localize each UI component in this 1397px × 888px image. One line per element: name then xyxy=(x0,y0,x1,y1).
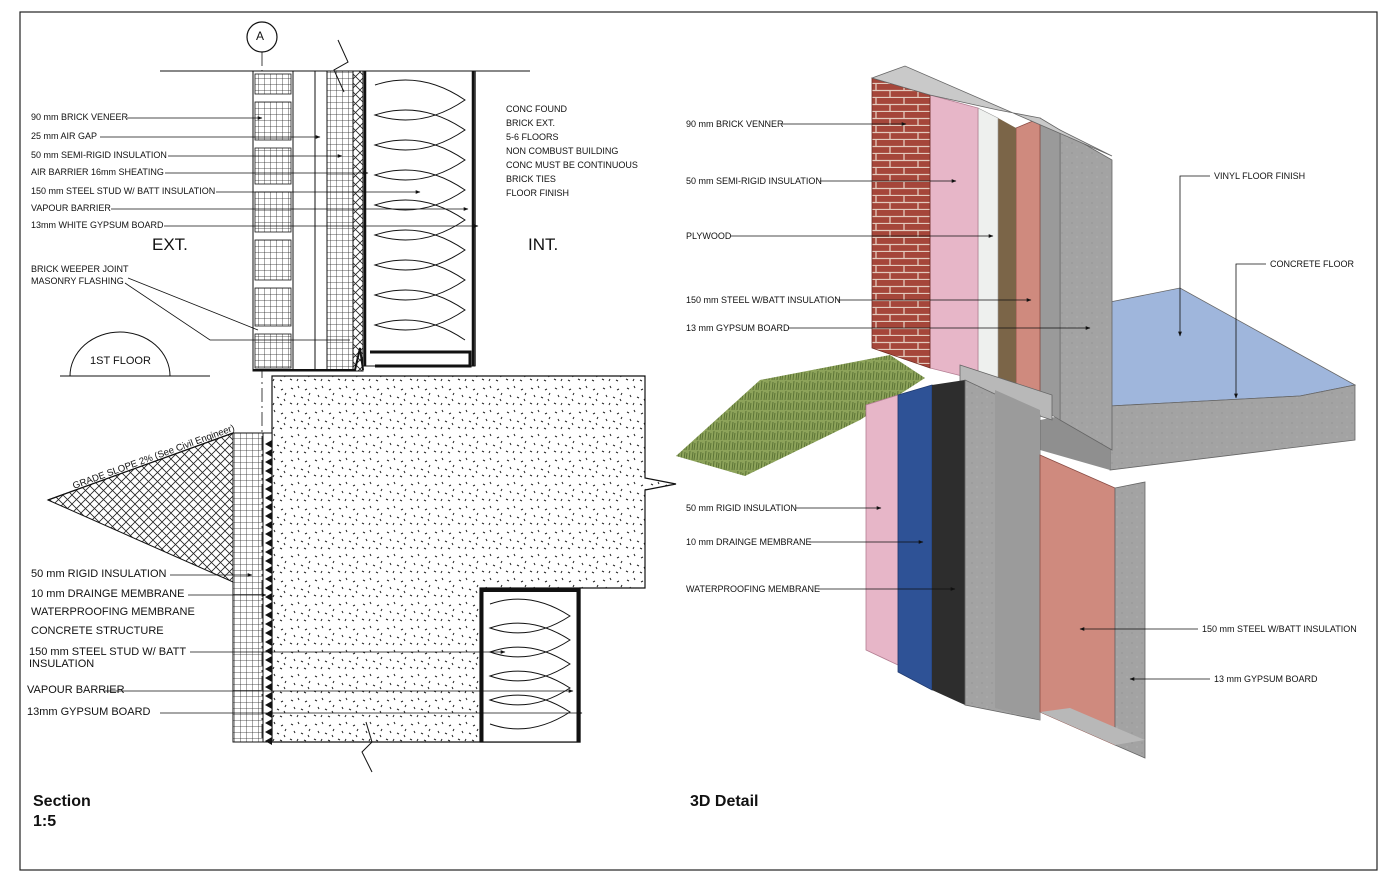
label-3d-brick-venner: 90 mm BRICK VENNER xyxy=(686,119,784,129)
ext-label: EXT. xyxy=(152,235,188,254)
label-concrete-structure: CONCRETE STRUCTURE xyxy=(31,625,164,637)
note-non-combust: NON COMBUST BUILDING xyxy=(506,146,619,156)
label-weeper-joint: BRICK WEEPER JOINT xyxy=(31,264,129,274)
detail-3d-title: 3D Detail xyxy=(690,793,759,810)
label-steel-stud: 150 mm STEEL STUD W/ BATT INSULATION xyxy=(31,186,216,196)
drainage-dimple xyxy=(265,575,272,583)
drainage-dimple xyxy=(265,638,272,646)
label-3d-vinyl-floor: VINYL FLOOR FINISH xyxy=(1214,171,1306,181)
label-gypsum-board: 13mm WHITE GYPSUM BOARD xyxy=(31,220,164,230)
detail-3d-leaders xyxy=(731,122,1266,681)
label-3d-rigid-insulation: 50 mm RIGID INSULATION xyxy=(686,503,797,513)
drainage-dimple xyxy=(265,692,272,700)
detail-3d-drawing xyxy=(676,65,1357,759)
note-brick-ties: BRICK TIES xyxy=(506,174,556,184)
label-3d-drainage-membrane: 10 mm DRAINGE MEMBRANE xyxy=(686,537,812,547)
label-steel-stud-below-2: INSULATION xyxy=(29,658,95,670)
drainage-dimple xyxy=(265,584,272,592)
drainage-dimple xyxy=(265,611,272,619)
label-air-gap: 25 mm AIR GAP xyxy=(31,131,98,141)
drainage-dimple xyxy=(265,710,272,718)
drainage-dimple xyxy=(265,521,272,529)
label-drainage-membrane-below: 10 mm DRAINGE MEMBRANE xyxy=(31,588,185,600)
label-air-barrier: AIR BARRIER 16mm SHEATING xyxy=(31,167,164,177)
note-conc-continuous: CONC MUST BE CONTINUOUS xyxy=(506,160,638,170)
drainage-dimple xyxy=(265,530,272,538)
drainage-dimple xyxy=(265,683,272,691)
label-masonry-flashing: MASONRY FLASHING xyxy=(31,276,124,286)
drainage-dimple xyxy=(265,440,272,448)
label-waterproofing-below: WATERPROOFING MEMBRANE xyxy=(31,606,195,618)
floor-marker-label: 1ST FLOOR xyxy=(90,355,151,367)
label-vapour-barrier: VAPOUR BARRIER xyxy=(31,203,111,213)
label-3d-plywood: PLYWOOD xyxy=(686,231,732,241)
drainage-dimple xyxy=(265,656,272,664)
label-3d-steel-batt-lower: 150 mm STEEL W/BATT INSULATION xyxy=(1202,624,1357,634)
label-rigid-insulation-below: 50 mm RIGID INSULATION xyxy=(31,568,167,580)
drainage-dimple xyxy=(265,476,272,484)
label-gypsum-below: 13mm GYPSUM BOARD xyxy=(27,706,151,718)
note-conc-found: CONC FOUND xyxy=(506,104,567,114)
label-vapour-barrier-below: VAPOUR BARRIER xyxy=(27,684,125,696)
drainage-dimple xyxy=(265,620,272,628)
drainage-dimple xyxy=(265,503,272,511)
grid-bubble-label: A xyxy=(256,29,265,43)
drainage-dimple xyxy=(265,647,272,655)
drainage-dimple xyxy=(265,566,272,574)
drainage-dimple xyxy=(265,449,272,457)
drainage-dimple xyxy=(265,494,272,502)
label-steel-stud-below-1: 150 mm STEEL STUD W/ BATT xyxy=(29,646,187,658)
drainage-dimple xyxy=(265,665,272,673)
label-3d-semi-rigid: 50 mm SEMI-RIGID INSULATION xyxy=(686,176,822,186)
drainage-dimple xyxy=(265,512,272,520)
drainage-dimple xyxy=(265,548,272,556)
drainage-dimple xyxy=(265,674,272,682)
drainage-dimple xyxy=(265,593,272,601)
section-leaders xyxy=(100,116,583,715)
drainage-dimple xyxy=(265,701,272,709)
drainage-dimple xyxy=(265,737,272,745)
drainage-dimple xyxy=(265,557,272,565)
drainage-dimple xyxy=(265,467,272,475)
drainage-dimple xyxy=(265,629,272,637)
label-brick-veneer: 90 mm BRICK VENEER xyxy=(31,112,129,122)
drainage-dimple xyxy=(265,602,272,610)
label-3d-steel-batt: 150 mm STEEL W/BATT INSULATION xyxy=(686,295,841,305)
drainage-dimple xyxy=(265,485,272,493)
label-3d-waterproofing: WATERPROOFING MEMBRANE xyxy=(686,584,821,594)
drainage-dimple xyxy=(265,728,272,736)
section-title: Section xyxy=(33,793,91,810)
drainage-dimple xyxy=(265,458,272,466)
label-3d-concrete-floor: CONCRETE FLOOR xyxy=(1270,259,1355,269)
note-floors: 5-6 FLOORS xyxy=(506,132,559,142)
section-scale: 1:5 xyxy=(33,813,57,830)
int-label: INT. xyxy=(528,235,559,254)
drainage-dimple xyxy=(265,719,272,727)
note-floor-finish: FLOOR FINISH xyxy=(506,188,570,198)
label-3d-gypsum: 13 mm GYPSUM BOARD xyxy=(686,323,790,333)
drainage-dimple xyxy=(265,539,272,547)
section-drawing xyxy=(46,21,677,773)
label-semi-rigid-insulation: 50 mm SEMI-RIGID INSULATION xyxy=(31,150,167,160)
label-3d-gypsum-lower: 13 mm GYPSUM BOARD xyxy=(1214,674,1318,684)
note-brick-ext: BRICK EXT. xyxy=(506,118,556,128)
